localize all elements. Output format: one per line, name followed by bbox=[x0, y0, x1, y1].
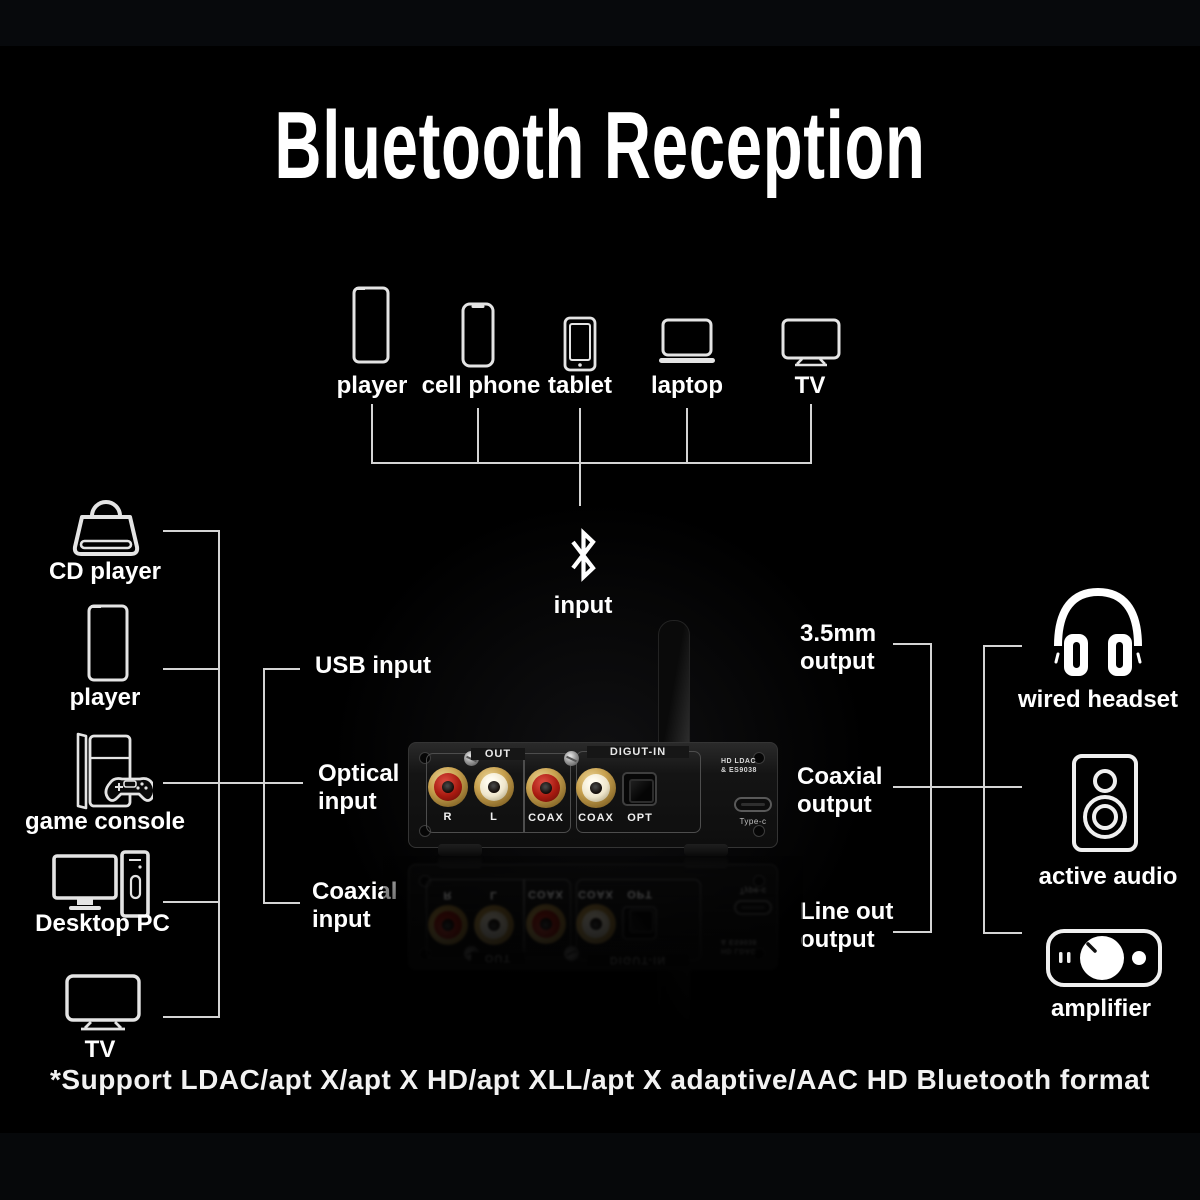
tv-icon bbox=[781, 318, 841, 368]
top-device-label: player bbox=[336, 372, 408, 399]
bluetooth-icon bbox=[567, 526, 599, 584]
device-foot bbox=[684, 844, 728, 856]
usb-input-label: USB input bbox=[315, 652, 431, 679]
left-source-label: CD player bbox=[48, 558, 162, 585]
page-title: Bluetooth Reception bbox=[274, 92, 926, 199]
desktop-pc-icon bbox=[52, 850, 150, 920]
bottom-band bbox=[0, 1133, 1200, 1200]
connector-line bbox=[163, 782, 303, 784]
tablet-icon bbox=[563, 316, 597, 372]
panel-screw bbox=[564, 751, 579, 766]
connector-line bbox=[477, 408, 479, 462]
rca-jack-r bbox=[428, 767, 468, 807]
optical-port bbox=[622, 772, 657, 806]
connector-line bbox=[263, 668, 300, 670]
top-device-label: TV bbox=[794, 372, 826, 399]
rca-jack-l bbox=[474, 767, 514, 807]
connector-line bbox=[163, 901, 220, 903]
top-device-label: tablet bbox=[547, 372, 612, 399]
connector-line bbox=[893, 931, 932, 933]
out-section-label: OUT bbox=[471, 748, 525, 760]
cell-phone-icon bbox=[461, 302, 495, 368]
amplifier-icon bbox=[1046, 929, 1162, 987]
tv-icon bbox=[65, 974, 141, 1032]
right-device-label: amplifier bbox=[1050, 995, 1152, 1022]
right-device-label: wired headset bbox=[1017, 686, 1179, 713]
chip-badge: HD LDAC & ES9038 bbox=[721, 758, 757, 774]
media-player-icon bbox=[87, 604, 129, 682]
35mm-output-label: 3.5mm output bbox=[800, 620, 877, 675]
dac-rear-panel: OUT DIGUT-IN R L COAX COAX OPT HD LDAC &… bbox=[408, 742, 778, 848]
right-device-label: active audio bbox=[1038, 863, 1178, 890]
laptop-icon bbox=[657, 318, 717, 364]
connector-line bbox=[930, 643, 932, 933]
active-audio-speaker-icon bbox=[1072, 754, 1138, 852]
top-device-label: cell phone bbox=[421, 372, 541, 399]
connector-line bbox=[983, 645, 1022, 647]
device-foot bbox=[438, 844, 482, 856]
top-band bbox=[0, 0, 1200, 46]
connector-line bbox=[983, 932, 1022, 934]
dac-device-photo: OUT DIGUT-IN R L COAX COAX OPT HD LDAC &… bbox=[383, 620, 803, 1106]
connector-line bbox=[371, 462, 812, 464]
digital-in-section-label: DIGUT-IN bbox=[587, 746, 689, 758]
optical-input-label: Optical input bbox=[318, 760, 400, 815]
top-device-label: laptop bbox=[651, 372, 723, 399]
connector-line bbox=[579, 408, 581, 462]
cd-player-icon bbox=[66, 496, 146, 560]
rca-jack-coax-in bbox=[576, 768, 616, 808]
connector-line bbox=[686, 408, 688, 462]
game-console-icon bbox=[58, 728, 153, 813]
left-source-label: TV bbox=[84, 1036, 116, 1063]
usb-c-port bbox=[734, 797, 772, 812]
bluetooth-input-label: input bbox=[553, 592, 613, 619]
connector-line bbox=[983, 645, 985, 934]
connector-line bbox=[371, 404, 373, 462]
connector-line bbox=[163, 1016, 220, 1018]
left-source-label: Desktop PC bbox=[35, 910, 170, 937]
connector-line bbox=[163, 668, 220, 670]
wired-headset-icon bbox=[1046, 584, 1150, 678]
usb-c-port-label: Type-c bbox=[739, 817, 767, 826]
left-source-label: player bbox=[69, 684, 141, 711]
connector-line bbox=[810, 404, 812, 462]
connector-line bbox=[893, 643, 932, 645]
connector-line bbox=[893, 786, 1022, 788]
connector-line bbox=[263, 668, 265, 904]
rca-jack-coax-out bbox=[526, 768, 566, 808]
connector-line bbox=[218, 530, 220, 1018]
dac-device: OUT DIGUT-IN R L COAX COAX OPT HD LDAC &… bbox=[408, 620, 778, 856]
connector-line bbox=[163, 530, 220, 532]
reflection-fade bbox=[383, 856, 803, 1106]
connector-line bbox=[579, 462, 581, 506]
left-source-label: game console bbox=[24, 808, 186, 835]
supported-formats-footnote: *Support LDAC/apt X/apt X HD/apt XLL/apt… bbox=[50, 1064, 1150, 1095]
media-player-icon bbox=[352, 286, 390, 364]
line-out-output-label: Line out output bbox=[800, 898, 894, 953]
coaxial-output-label: Coaxial output bbox=[797, 763, 883, 818]
connector-line bbox=[263, 902, 300, 904]
